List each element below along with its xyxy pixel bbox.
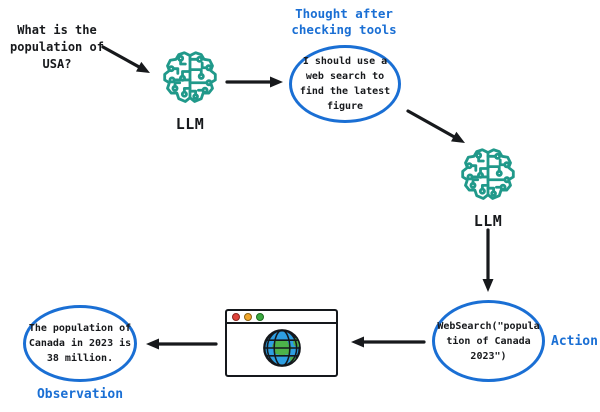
browser-titlebar — [227, 311, 336, 324]
arrow-action-to-browser — [351, 336, 426, 348]
thought-label: Thought after checking tools — [291, 6, 397, 38]
action-label: Action — [551, 334, 598, 349]
action-bubble-text: WebSearch("popula tion of Canada 2023") — [437, 320, 540, 362]
red-dot-icon — [232, 312, 240, 321]
circuit-brain-icon — [458, 145, 518, 211]
llm-node-1: LLM — [159, 48, 221, 133]
llm-node-2: LLM — [457, 145, 519, 230]
arrow-thought-to-llm2 — [406, 109, 465, 143]
circuit-brain-icon — [160, 48, 220, 114]
arrow-browser-to-observation — [146, 338, 218, 350]
arrow-llm2-to-action — [482, 228, 494, 292]
observation-bubble-text: The population of Canada in 2023 is 38 m… — [28, 323, 132, 364]
observation-bubble: The population of Canada in 2023 is 38 m… — [23, 305, 137, 382]
arrow-question-to-llm1 — [101, 45, 150, 73]
green-dot-icon — [256, 312, 264, 321]
browser-window — [225, 309, 338, 377]
arrow-llm1-to-thought — [225, 76, 283, 88]
globe-icon — [260, 326, 304, 374]
llm1-label: LLM — [175, 115, 205, 133]
browser-body — [227, 324, 336, 375]
action-bubble: WebSearch("popula tion of Canada 2023") — [432, 300, 545, 382]
llm2-label: LLM — [473, 212, 503, 230]
thought-bubble: I should use a web search to find the la… — [289, 45, 401, 123]
yellow-dot-icon — [244, 312, 252, 321]
thought-bubble-text: I should use a web search to find the la… — [299, 56, 391, 112]
user-question-text: What is the population of USA? — [10, 23, 104, 72]
observation-label: Observation — [36, 387, 124, 402]
